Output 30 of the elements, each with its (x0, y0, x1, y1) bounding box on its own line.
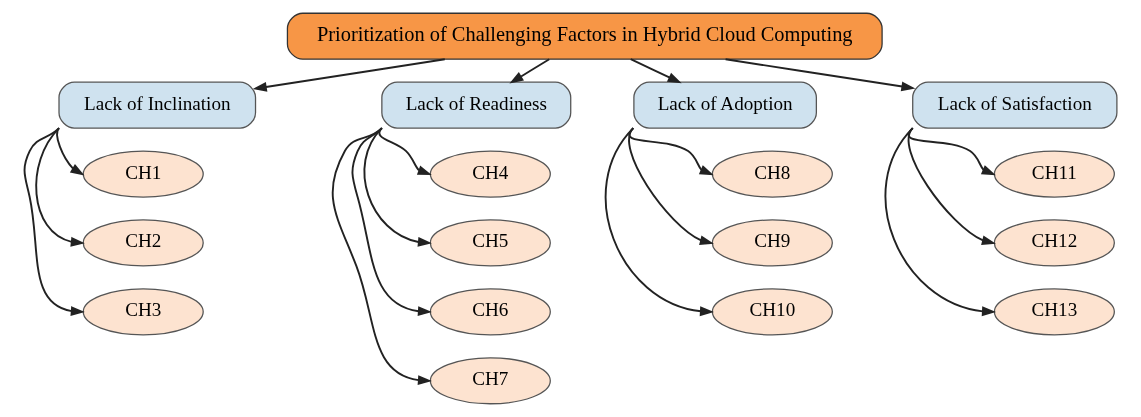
arrow (724, 58, 916, 92)
node-ellipse: CH7 (429, 357, 551, 405)
arrow (351, 127, 432, 317)
arrow (628, 127, 714, 245)
arrow (604, 127, 714, 317)
arrow (629, 58, 682, 84)
node-ellipse: CH1 (82, 150, 204, 198)
node-ellipse: CH13 (993, 288, 1115, 336)
node-ellipse: CH6 (429, 288, 551, 336)
node-box: Lack of Satisfaction (912, 81, 1118, 129)
node-box: Lack of Readiness (381, 81, 572, 129)
node-ellipse: CH9 (711, 219, 833, 267)
arrow (56, 127, 85, 176)
arrow (23, 127, 85, 316)
node-ellipse: CH11 (993, 150, 1115, 198)
node-box: Lack of Adoption (633, 81, 817, 129)
node-ellipse: CH8 (711, 150, 833, 198)
arrow (331, 127, 432, 385)
arrow (509, 58, 551, 84)
node-ellipse: CH12 (993, 219, 1115, 267)
node-box: Prioritization of Challenging Factors in Hybrid Cloud Computing (286, 12, 883, 60)
node-ellipse: CH5 (429, 219, 551, 267)
node-ellipse: CH2 (82, 219, 204, 267)
node-box: Lack of Inclination (58, 81, 257, 129)
node-ellipse: CH4 (429, 150, 551, 198)
node-ellipse: CH3 (82, 288, 204, 336)
node-ellipse: CH10 (711, 288, 833, 336)
arrow (884, 127, 996, 317)
arrow (252, 58, 446, 92)
arrow (35, 127, 85, 247)
